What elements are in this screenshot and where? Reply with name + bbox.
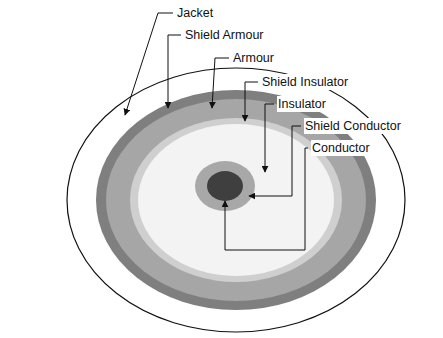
part-label: Insulator [277, 96, 327, 112]
part-label: Conductor [311, 140, 371, 156]
insulator-layer [138, 124, 334, 276]
jacket-layer [67, 68, 405, 332]
part-label: Armour [232, 50, 275, 66]
leader-line [265, 104, 274, 172]
leader-line [225, 148, 308, 250]
part-label: Jacket [176, 5, 214, 21]
leader-line [125, 13, 173, 115]
part-label: Shield Insulator [261, 74, 349, 90]
conductor-core [207, 171, 243, 201]
leader-line [249, 126, 301, 196]
leader-lines [125, 13, 308, 250]
leader-line [212, 58, 229, 108]
leader-line [245, 82, 258, 121]
leader-line [168, 35, 181, 108]
part-label: Shield Conductor [304, 118, 402, 134]
part-label: Shield Armour [184, 27, 265, 43]
